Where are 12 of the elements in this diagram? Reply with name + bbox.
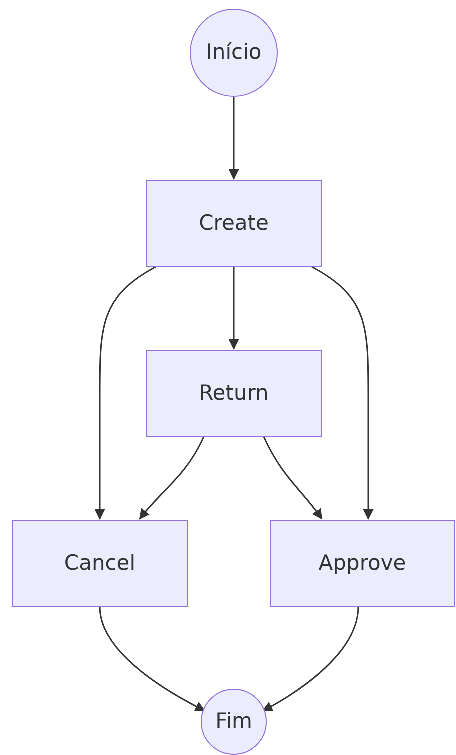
arrow	[228, 267, 240, 350]
arrow	[263, 436, 323, 520]
arrow	[94, 266, 156, 520]
arrow	[228, 97, 240, 180]
arrow	[312, 266, 374, 520]
process-box: Cancel	[12, 520, 188, 607]
arrow	[262, 606, 360, 712]
arrow	[99, 606, 206, 712]
arrow	[139, 436, 205, 520]
process-box: Create	[146, 180, 322, 267]
process-box: Approve	[270, 520, 455, 607]
process-box: Return	[146, 350, 322, 437]
